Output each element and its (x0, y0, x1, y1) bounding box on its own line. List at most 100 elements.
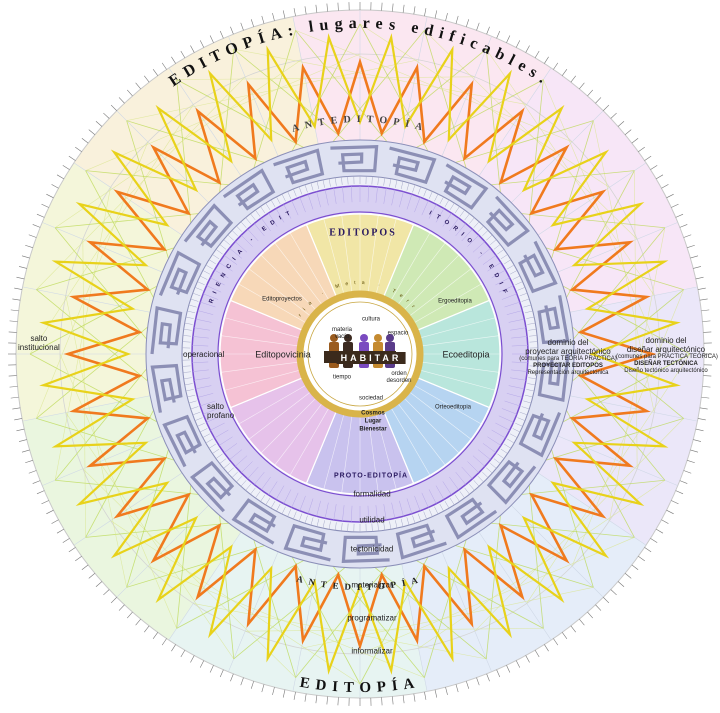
tick (16, 277, 24, 279)
tick (690, 256, 698, 258)
tick (701, 310, 709, 311)
tick (702, 321, 710, 322)
disenar-block: dominio del diseñar arquitectónico (comu… (616, 336, 716, 375)
tick (667, 194, 674, 198)
tick (611, 589, 617, 594)
tick (162, 63, 166, 70)
tick (262, 684, 264, 692)
tick (618, 581, 624, 586)
tick (446, 687, 448, 695)
tick (618, 121, 624, 126)
tick (19, 266, 27, 268)
tick (111, 105, 117, 111)
tick (294, 8, 295, 16)
tick (414, 6, 415, 14)
tick (650, 165, 657, 169)
tick (571, 76, 576, 82)
tick (535, 650, 539, 657)
tick (562, 69, 567, 75)
tick (12, 299, 20, 300)
tick (544, 57, 548, 64)
tick (327, 696, 328, 704)
axis-materializar: materializar (351, 581, 392, 590)
tick (667, 510, 674, 514)
tick (338, 697, 339, 705)
tick (671, 204, 678, 207)
tick (526, 46, 530, 53)
tick (37, 214, 44, 217)
tick (392, 4, 393, 12)
tick (10, 321, 18, 322)
tick (16, 429, 24, 431)
tick (190, 46, 194, 53)
tick (12, 408, 20, 409)
tick (703, 376, 711, 377)
tick (656, 529, 663, 533)
tick (698, 288, 706, 289)
tick (477, 678, 480, 686)
tick (119, 97, 124, 103)
left-label-operacional: operacional (183, 350, 224, 359)
tick (63, 538, 70, 542)
tick (700, 299, 708, 300)
tick (661, 184, 668, 188)
sector-label-ecoeditopia: Ecoeditopia (442, 351, 489, 360)
tick (327, 4, 328, 12)
tick (69, 547, 76, 551)
tick (57, 529, 64, 533)
axis-tectonicidad: tectonicidad (351, 545, 394, 554)
tick (89, 573, 95, 578)
tick (456, 16, 458, 24)
tick (42, 204, 49, 207)
tick (9, 376, 17, 377)
tick (181, 51, 185, 58)
tick (690, 450, 698, 452)
tick (535, 51, 539, 58)
sector-label-editopovicinia: Editopovicinia (255, 351, 311, 360)
tick (497, 670, 500, 677)
tick (171, 57, 175, 64)
tick (671, 500, 678, 503)
tick (684, 471, 692, 474)
tick (153, 632, 158, 638)
tick (262, 16, 264, 24)
tick (294, 692, 295, 700)
kw-espacio: espacio (388, 331, 409, 338)
tick (595, 97, 600, 103)
tick (701, 397, 709, 398)
tick (632, 138, 638, 143)
tick (579, 83, 584, 89)
tick (638, 556, 644, 561)
tick (11, 397, 19, 398)
tick (272, 13, 274, 21)
tick (220, 670, 223, 677)
sector-label-ergoeditopia: Ergoeditopia (438, 299, 472, 306)
tick (382, 3, 383, 11)
tick (29, 471, 37, 474)
tick (645, 156, 652, 160)
left-label-salto-profano: salto profano (207, 402, 234, 420)
tick (22, 450, 30, 452)
tick (676, 214, 683, 217)
tick (272, 687, 274, 695)
tick (96, 581, 102, 586)
tick (338, 3, 339, 11)
tick (127, 612, 132, 618)
tick (283, 10, 285, 18)
tick (153, 69, 158, 75)
tick (96, 121, 102, 126)
tick (435, 10, 437, 18)
tick (553, 63, 557, 70)
tick (144, 76, 149, 82)
tick (587, 612, 592, 618)
editopos-label: EDITOPOS (329, 228, 397, 239)
tick (456, 684, 458, 692)
tick (680, 224, 687, 227)
tick (181, 650, 185, 657)
tick (220, 31, 223, 38)
tick (103, 113, 109, 118)
tick (650, 538, 657, 542)
tick (703, 332, 711, 333)
tick (506, 665, 509, 672)
